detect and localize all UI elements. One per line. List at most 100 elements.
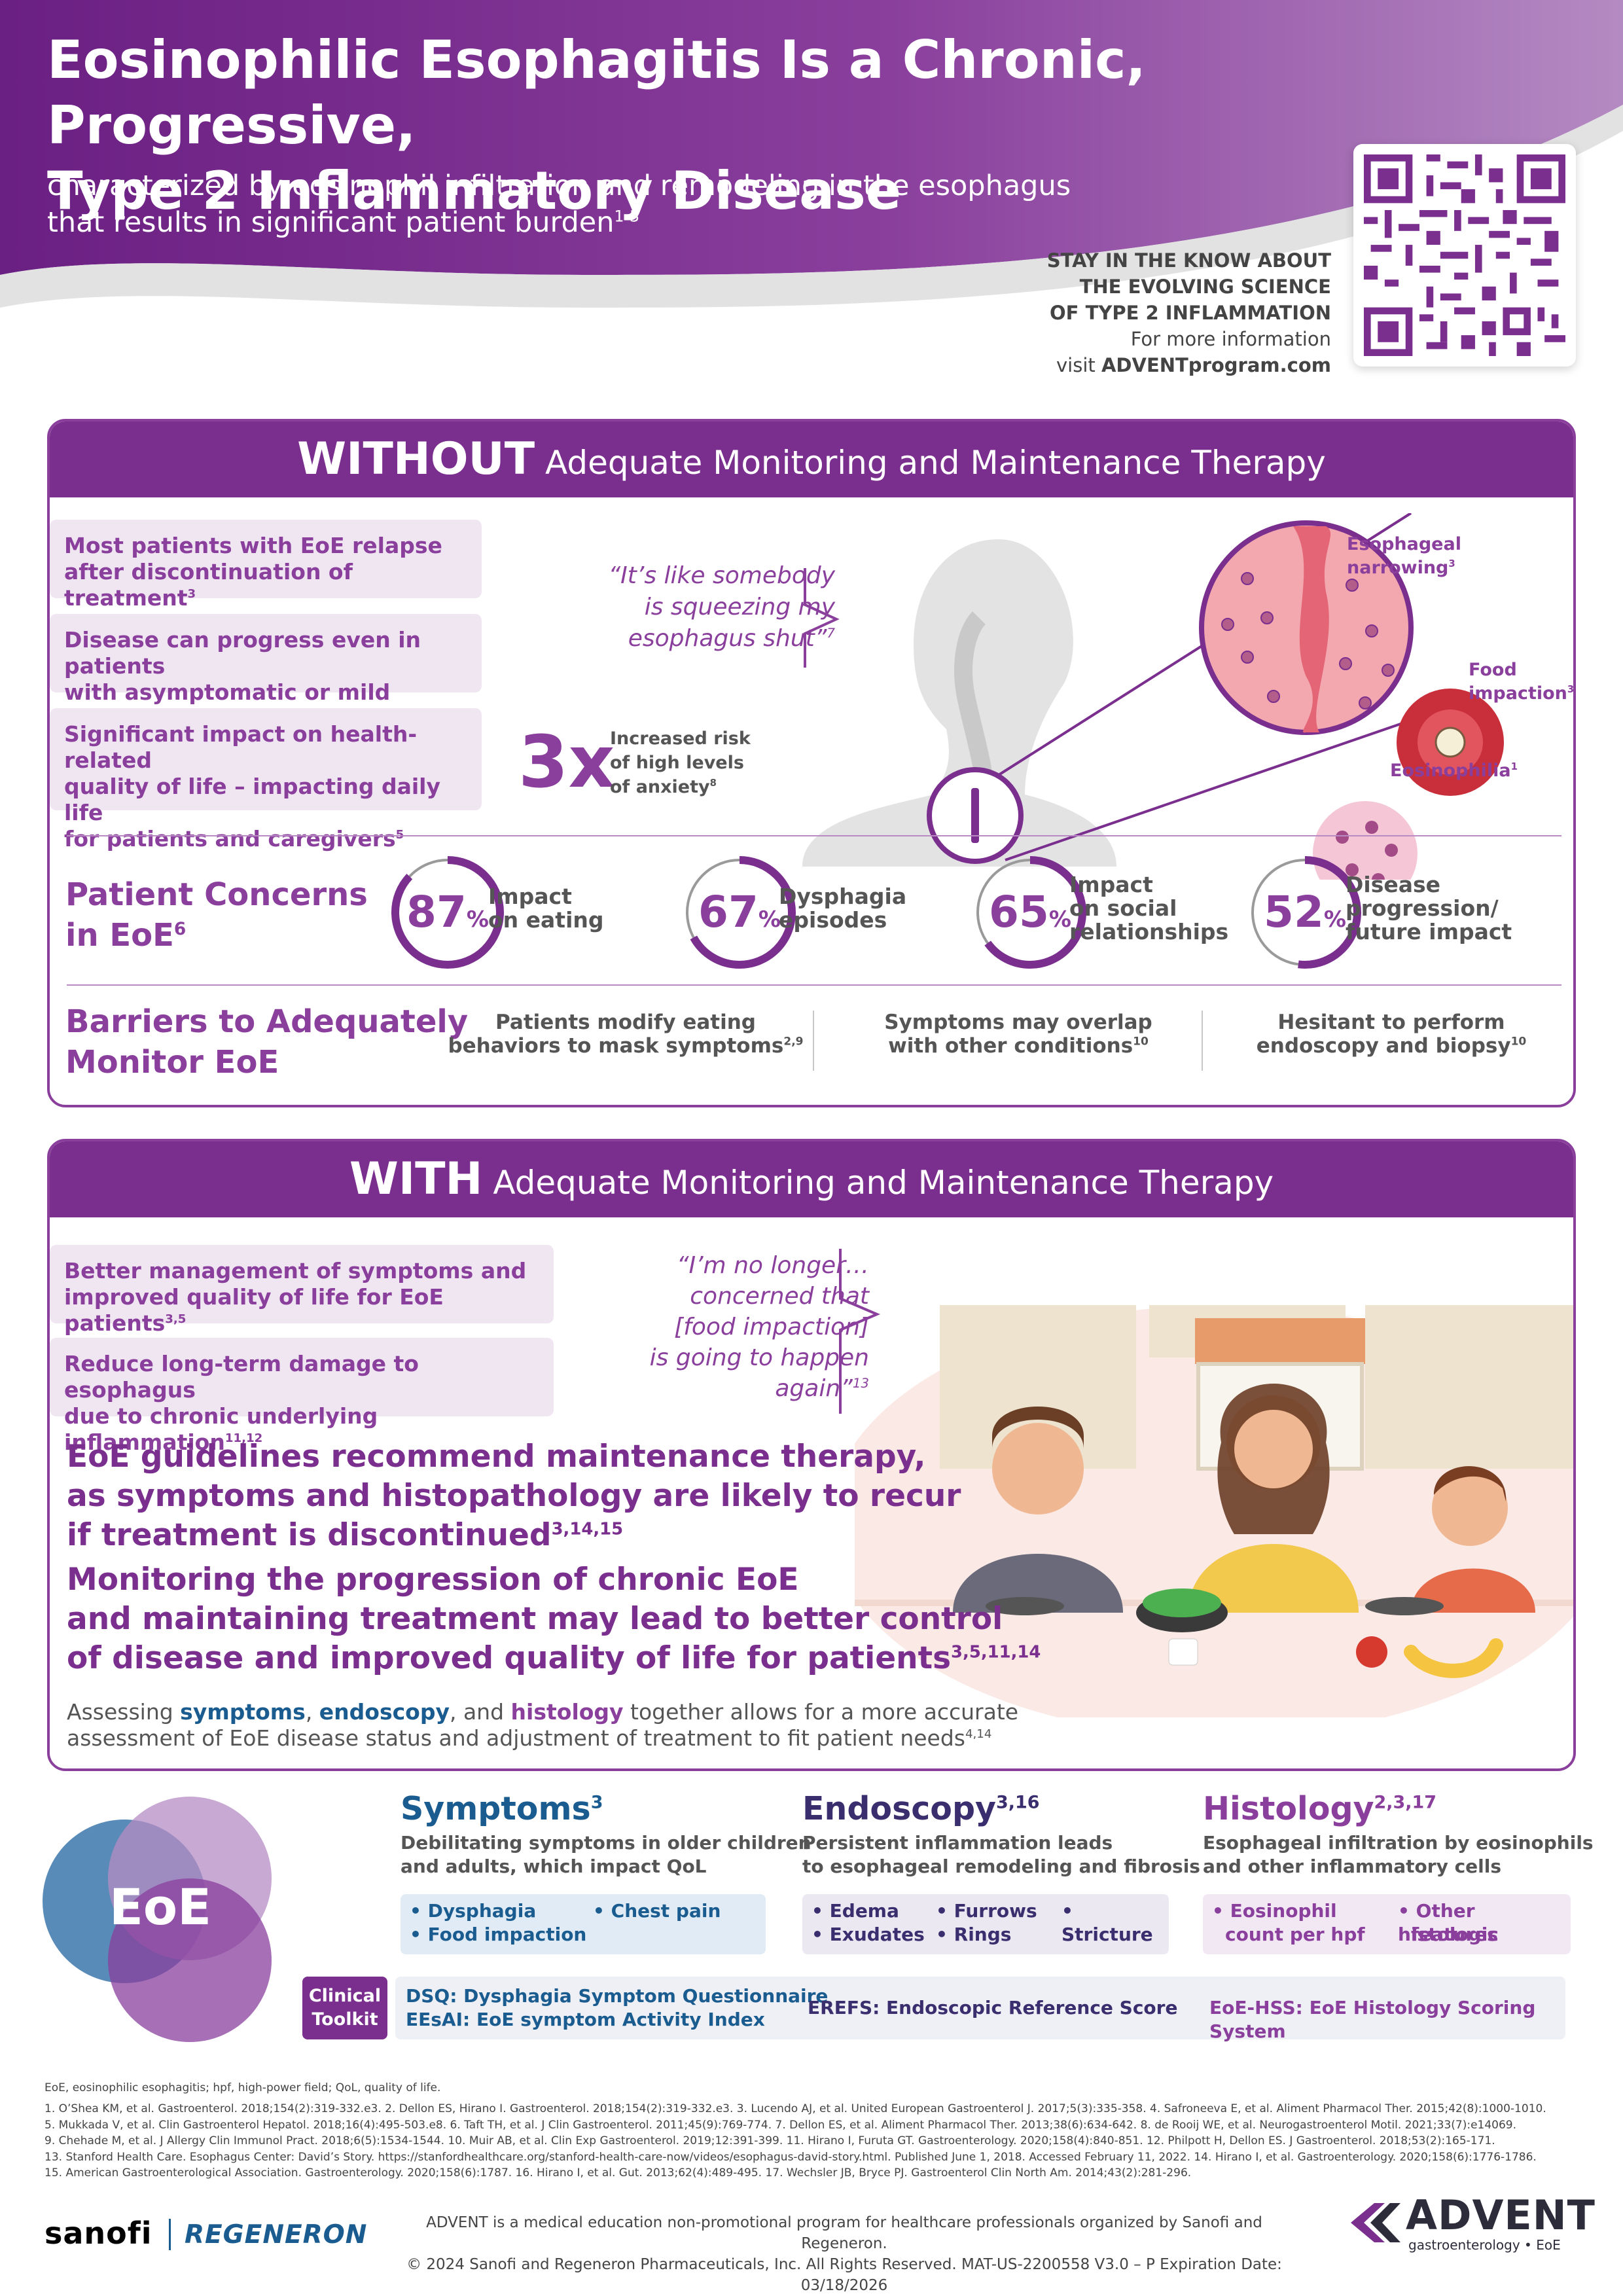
toolkit-endoscopy-tool: EREFS: Endoscopic Reference Score — [808, 1997, 1178, 2018]
subtitle-line: that results in significant patient burd… — [47, 206, 640, 239]
page-subtitle: characterized by eosinophil infiltration… — [47, 168, 1160, 241]
eoe-venn-diagram: EoE — [43, 1797, 272, 2042]
list-item: count per hpf — [1225, 1924, 1365, 1945]
references: 1. O’Shea KM, et al. Gastroenterol. 2018… — [45, 2101, 1576, 2181]
guideline-statement: EoE guidelines recommend maintenance the… — [67, 1439, 961, 1553]
concern-ring-chart — [974, 856, 1086, 969]
with-therapy-panel: WITH Adequate Monitoring and Maintenance… — [47, 1139, 1576, 1771]
barrier-item: Symptoms may overlap with other conditio… — [884, 1011, 1152, 1058]
label-esophageal-narrowing: Esophageal narrowing3 — [1347, 534, 1461, 578]
reference-line: 1. O’Shea KM, et al. Gastroenterol. 2018… — [45, 2102, 1546, 2115]
esophagus-illustration — [802, 513, 1504, 880]
toolkit-histology-tool: EoE-HSS: EoE Histology Scoring System — [1209, 1997, 1536, 2042]
clinical-toolkit-bar: DSQ: Dysphagia Symptom Questionnaire EEs… — [395, 1977, 1565, 2042]
advent-logo: ADVENT — [1406, 2191, 1596, 2239]
father-head — [992, 1423, 1084, 1515]
fact-relapse: Most patients with EoE relapse after dis… — [50, 520, 482, 611]
list-item: • Exudates — [812, 1924, 925, 1945]
patient-quote: “I’m no longer… concerned that [food imp… — [649, 1252, 869, 1402]
yogurt-cup — [1168, 1638, 1198, 1666]
ring-value-arc — [391, 856, 504, 969]
list-item: • Furrows — [936, 1900, 1037, 1922]
patient-concerns-title: Patient Concerns in EoE6 — [65, 876, 368, 954]
legal-notice: ADVENT is a medical education non-promot… — [406, 2214, 1282, 2294]
toolkit-symptom-tools: DSQ: Dysphagia Symptom Questionnaire EEs… — [406, 1985, 829, 2030]
histology-list: • Eosinophil count per hpf • Other histo… — [1203, 1894, 1571, 1954]
citation: 5 — [396, 828, 404, 842]
logo-separator — [169, 2219, 171, 2250]
assessment-note: Assessing symptoms, endoscopy, and histo… — [67, 1699, 1019, 1751]
list-item: • Other histologic — [1398, 1900, 1499, 1945]
concern-ring-chart — [391, 856, 504, 969]
list-item: • Eosinophil — [1212, 1900, 1337, 1922]
ring-value-arc — [974, 856, 1086, 969]
label-food-impaction: Food impaction3 — [1469, 660, 1575, 704]
mother-body — [1188, 1544, 1359, 1613]
patient-quote: “It’s like somebody is squeezing my esop… — [608, 562, 836, 652]
anxiety-stat-value: 3x — [518, 720, 615, 804]
child-head — [1432, 1470, 1508, 1546]
quote-bracket-icon — [839, 1249, 881, 1414]
citation: 1-3 — [614, 207, 640, 226]
anxiety-stat-label: Increased risk of high levels of anxiety… — [610, 728, 751, 797]
title-line: Eosinophilic Esophagitis Is a Chronic, P… — [47, 29, 1146, 156]
abbreviations: EoE, eosinophilic esophagitis; hpf, high… — [45, 2081, 441, 2094]
child-body — [1411, 1568, 1535, 1613]
venn-label: EoE — [109, 1878, 211, 1936]
citation: 3 — [187, 587, 196, 601]
ring-value-arc — [1249, 856, 1361, 969]
family-meal-illustration — [855, 1305, 1573, 1717]
list-item: • Stricture — [1061, 1900, 1153, 1945]
endoscopy-heading: Endoscopy3,16 — [802, 1790, 1040, 1827]
stay-line: STAY IN THE KNOW ABOUT — [1046, 249, 1331, 272]
reference-line: 5. Mukkada V, et al. Clin Gastroenterol … — [45, 2118, 1517, 2132]
list-item: • Dysphagia — [410, 1900, 537, 1922]
concern-percent: 67% — [698, 887, 781, 937]
advent-tagline: gastroenterology • EoE — [1408, 2237, 1561, 2253]
page-title: Eosinophilic Esophagitis Is a Chronic, P… — [47, 27, 1291, 224]
concern-percent: 65% — [989, 887, 1071, 937]
reference-line: 13. Stanford Health Care. Esophagus Cent… — [45, 2150, 1537, 2164]
concern-ring: 87% — [390, 855, 505, 970]
fact-quality-of-life: Significant impact on health-related qua… — [50, 708, 482, 852]
more-info-text: For more information — [1130, 328, 1331, 350]
apple — [1356, 1636, 1387, 1668]
reference-line: 15. American Gastroenterological Associa… — [45, 2166, 1192, 2180]
section-divider — [67, 984, 1561, 986]
esophagus-segment — [971, 788, 979, 843]
endoscopy-list: • Edema • Furrows • Stricture • Exudates… — [802, 1894, 1169, 1954]
kitchen-cabinet — [1365, 1305, 1573, 1469]
website-link[interactable]: ADVENTprogram.com — [1101, 354, 1331, 376]
list-item: features — [1411, 1924, 1498, 1945]
fact-reduce-damage: Reduce long-term damage to esophagus due… — [50, 1338, 554, 1455]
list-item: • Rings — [936, 1924, 1012, 1945]
concern-percent: 87% — [406, 887, 489, 937]
panel-heading: WITH Adequate Monitoring and Maintenance… — [50, 1141, 1573, 1217]
without-therapy-panel: WITHOUT Adequate Monitoring and Maintena… — [47, 419, 1576, 1107]
narrowed-lumen — [1293, 526, 1331, 733]
concern-percent: 52% — [1264, 887, 1346, 937]
qr-code[interactable] — [1353, 144, 1576, 367]
barrier-item: Hesitant to perform endoscopy and biopsy… — [1256, 1011, 1527, 1058]
regeneron-logo: REGENERON — [185, 2220, 368, 2250]
concern-ring-chart — [683, 856, 796, 969]
subtitle-line: characterized by eosinophil infiltration… — [47, 170, 1071, 202]
father-body — [953, 1554, 1123, 1613]
eosinophil-dots — [1221, 572, 1395, 709]
stay-in-the-know: STAY IN THE KNOW ABOUT THE EVOLVING SCIE… — [965, 247, 1331, 378]
reference-line: 9. Chehade M, et al. J Allergy Clin Immu… — [45, 2134, 1495, 2148]
quote-bracket-icon — [804, 568, 840, 668]
title-line: Type 2 Inflammatory Disease — [47, 160, 902, 221]
concern-ring: 65% — [972, 855, 1088, 970]
sanofi-logo: sanofi — [45, 2215, 152, 2251]
barrier-item: Patients modify eating behaviors to mask… — [448, 1011, 804, 1058]
list-item: • Edema — [812, 1900, 899, 1922]
stay-line: OF TYPE 2 INFLAMMATION — [1050, 302, 1331, 324]
header-background — [0, 0, 1623, 308]
list-item: • Chest pain — [593, 1900, 721, 1922]
label-eosinophilia: Eosinophilia1 — [1390, 761, 1518, 781]
